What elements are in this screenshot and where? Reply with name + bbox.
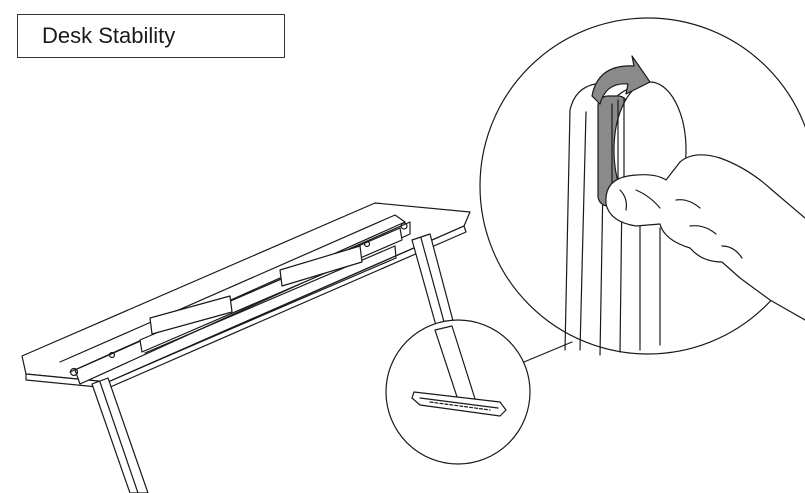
- leader-line: [523, 341, 573, 363]
- title-box: Desk Stability: [17, 14, 285, 58]
- desk-leg-left: [91, 377, 149, 493]
- desk-frame: [21, 202, 471, 389]
- hand-icon: [605, 154, 805, 321]
- page-title: Desk Stability: [42, 23, 176, 48]
- foot-detail-circle: [385, 319, 531, 465]
- rotate-clockwise-arrow-icon: [591, 55, 651, 105]
